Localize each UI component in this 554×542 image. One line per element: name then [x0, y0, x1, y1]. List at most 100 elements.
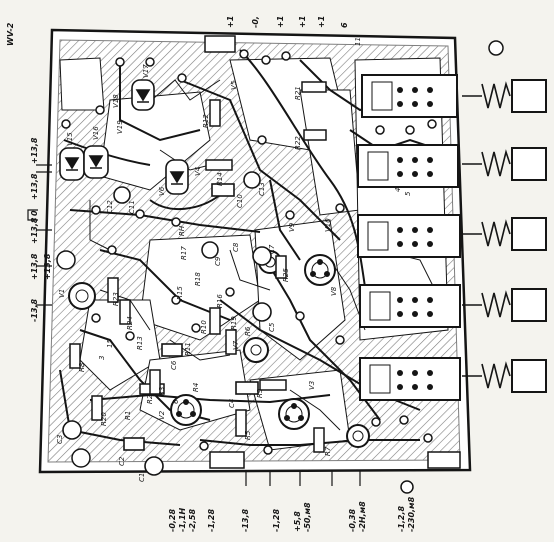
designator: 5 [404, 191, 412, 196]
transistor-v10 [346, 424, 370, 448]
coil-2 [462, 147, 547, 181]
bottom-label: +5,8 [293, 511, 302, 532]
resistor-r16 [209, 307, 221, 335]
diode-v17 [131, 79, 155, 111]
designator: C3 [56, 435, 64, 444]
capacitor-c6 [161, 343, 183, 357]
designator: R18 [194, 272, 202, 286]
resistor-r24 [119, 299, 131, 325]
left-label: +13,8 [30, 173, 39, 200]
coil-3 [462, 217, 547, 251]
diode-v16 [83, 145, 109, 179]
resistor-r14 [205, 159, 233, 171]
capacitor-c11 [113, 186, 131, 204]
relay-module-5 [359, 357, 461, 401]
relay-module-4 [359, 284, 461, 328]
top-labels: +1 -0, +1 +1 +1 6 [226, 16, 349, 28]
designator: V8 [330, 286, 338, 296]
designator: C8 [232, 242, 240, 252]
transistor-v1 [68, 282, 96, 310]
left-label: 0 [30, 210, 39, 216]
sheet-code: WV-2 [6, 22, 15, 46]
pin-stubs [27, 164, 361, 486]
left-label: +13,8 [30, 137, 39, 164]
resistor-r21 [301, 81, 327, 93]
capacitor-c9 [201, 241, 219, 259]
designator: 4 [394, 188, 402, 192]
relay-module-3 [357, 214, 461, 258]
designator: R14 [216, 172, 224, 186]
designator: R23 [112, 292, 120, 306]
designator: V19 [116, 120, 124, 134]
relay-block [357, 74, 461, 401]
designator: V17 [142, 64, 150, 78]
resistor-r5 [235, 409, 247, 437]
transistor-v7 [243, 337, 269, 363]
designator: R10 [200, 320, 208, 334]
designator: R16 [216, 294, 224, 308]
bottom-label: -13,8 [241, 509, 250, 532]
bottom-labels: -0,28 -1,1H -2,58 -1,28 -13,8 -1,28 +5,8… [168, 496, 416, 532]
capacitor-c2 [123, 437, 145, 451]
designator: V3 [308, 381, 316, 390]
designator: V7 [232, 340, 240, 350]
diode-v6 [165, 159, 189, 195]
solder-pads [61, 49, 437, 455]
designator: C7 [268, 244, 276, 254]
designator: C11 [128, 200, 136, 214]
top-label: 6 [340, 22, 349, 28]
designator: C6 [170, 360, 178, 370]
designator: C1 [138, 473, 146, 482]
designator: R1 [124, 411, 132, 420]
designator: R24 [126, 316, 134, 330]
left-labels: +13,8 +13,8 0 +13,8 +13,8 +13,8 -13,8 [30, 137, 52, 322]
bottom-label: -1,2,8 [397, 505, 406, 532]
designator: V4 [194, 167, 202, 176]
designator: V6 [158, 186, 166, 196]
transistors [68, 250, 370, 448]
designator: V1 [58, 289, 66, 298]
top-label: +1 [317, 16, 326, 28]
designator: R9 [256, 388, 264, 398]
designator: R3 [158, 387, 166, 396]
designator: V5 [230, 80, 238, 90]
designator: 3 [98, 356, 106, 360]
designator: R2 [146, 394, 154, 404]
capacitor-c1 [144, 456, 164, 476]
transistor-v3 [278, 398, 310, 430]
designator: V9 [288, 222, 296, 232]
bottom-label: -0,38 [348, 509, 357, 532]
designator: C10 [236, 194, 244, 208]
resistor-r8 [69, 343, 81, 369]
left-label: +13,8 [43, 253, 52, 280]
diode-v15 [59, 147, 85, 181]
designator: R4 [192, 383, 200, 392]
designator: R20 [100, 412, 108, 426]
designator: R17 [180, 246, 188, 260]
coil-5 [462, 359, 547, 393]
designator: R12 [202, 114, 210, 128]
designator: RH [178, 225, 186, 236]
capacitor-c13 [243, 171, 261, 189]
designator: V10 [324, 218, 332, 232]
top-label: +1 [298, 16, 307, 28]
designator: C5 [268, 322, 276, 332]
capacitor-c7 [252, 246, 272, 266]
coil-1 [462, 79, 547, 113]
resistor-r23 [107, 277, 119, 303]
designator: V18 [112, 94, 120, 108]
designator: V15 [66, 132, 74, 146]
designator: R13 [136, 336, 144, 350]
resistors [69, 81, 327, 453]
transistor-v2 [170, 394, 202, 426]
designator: R19 [230, 316, 238, 330]
top-label: +1 [226, 16, 235, 28]
resistor-r19 [225, 329, 237, 355]
bottom-label: -2,58 [188, 509, 197, 532]
capacitor-c10 [211, 183, 235, 197]
bottom-label: -2H,м8 [358, 501, 367, 532]
capacitor-c3 [62, 420, 82, 440]
left-label: -13,8 [30, 299, 39, 322]
designator: R15 [176, 286, 184, 300]
